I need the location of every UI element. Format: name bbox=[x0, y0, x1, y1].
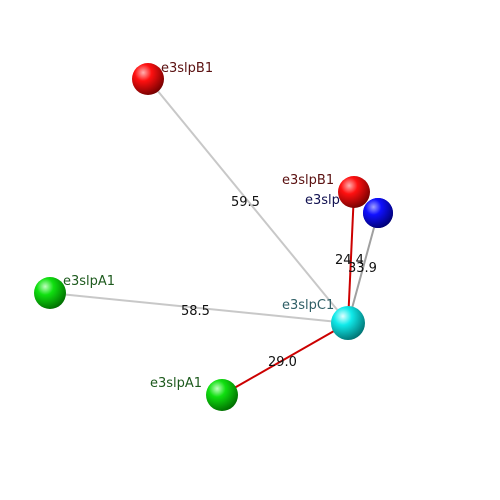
distance-label: 24.4 bbox=[335, 253, 364, 268]
atom-label-blue: e3slp bbox=[305, 193, 340, 208]
distance-label: 33.9 bbox=[348, 261, 377, 276]
edge-a1_left-c1 bbox=[49, 292, 349, 324]
distance-label: 59.5 bbox=[231, 195, 260, 210]
distance-label: 29.0 bbox=[268, 355, 297, 370]
edge-b1_mid-c1 bbox=[347, 191, 355, 324]
atom-label-b1_top: e3slpB1 bbox=[161, 61, 213, 76]
atom-label-a1_bottom: e3slpA1 bbox=[150, 376, 202, 391]
atom-b1_top[interactable] bbox=[132, 63, 164, 95]
edge-b1_top-c1 bbox=[147, 78, 349, 324]
atom-c1[interactable] bbox=[331, 306, 365, 340]
atom-a1_bottom[interactable] bbox=[206, 379, 238, 411]
atom-blue-overlay bbox=[363, 198, 393, 228]
atom-label-b1_mid: e3slpB1 bbox=[282, 173, 334, 188]
edge-a1_bottom-c1 bbox=[221, 322, 349, 396]
atom-label-c1: e3slpC1 bbox=[282, 298, 334, 313]
atom-label-a1_left: e3slpA1 bbox=[63, 274, 115, 289]
edge-blue-c1 bbox=[347, 212, 379, 324]
atom-b1_mid[interactable] bbox=[338, 176, 370, 208]
distance-label: 58.5 bbox=[181, 304, 210, 319]
atom-a1_left[interactable] bbox=[34, 277, 66, 309]
